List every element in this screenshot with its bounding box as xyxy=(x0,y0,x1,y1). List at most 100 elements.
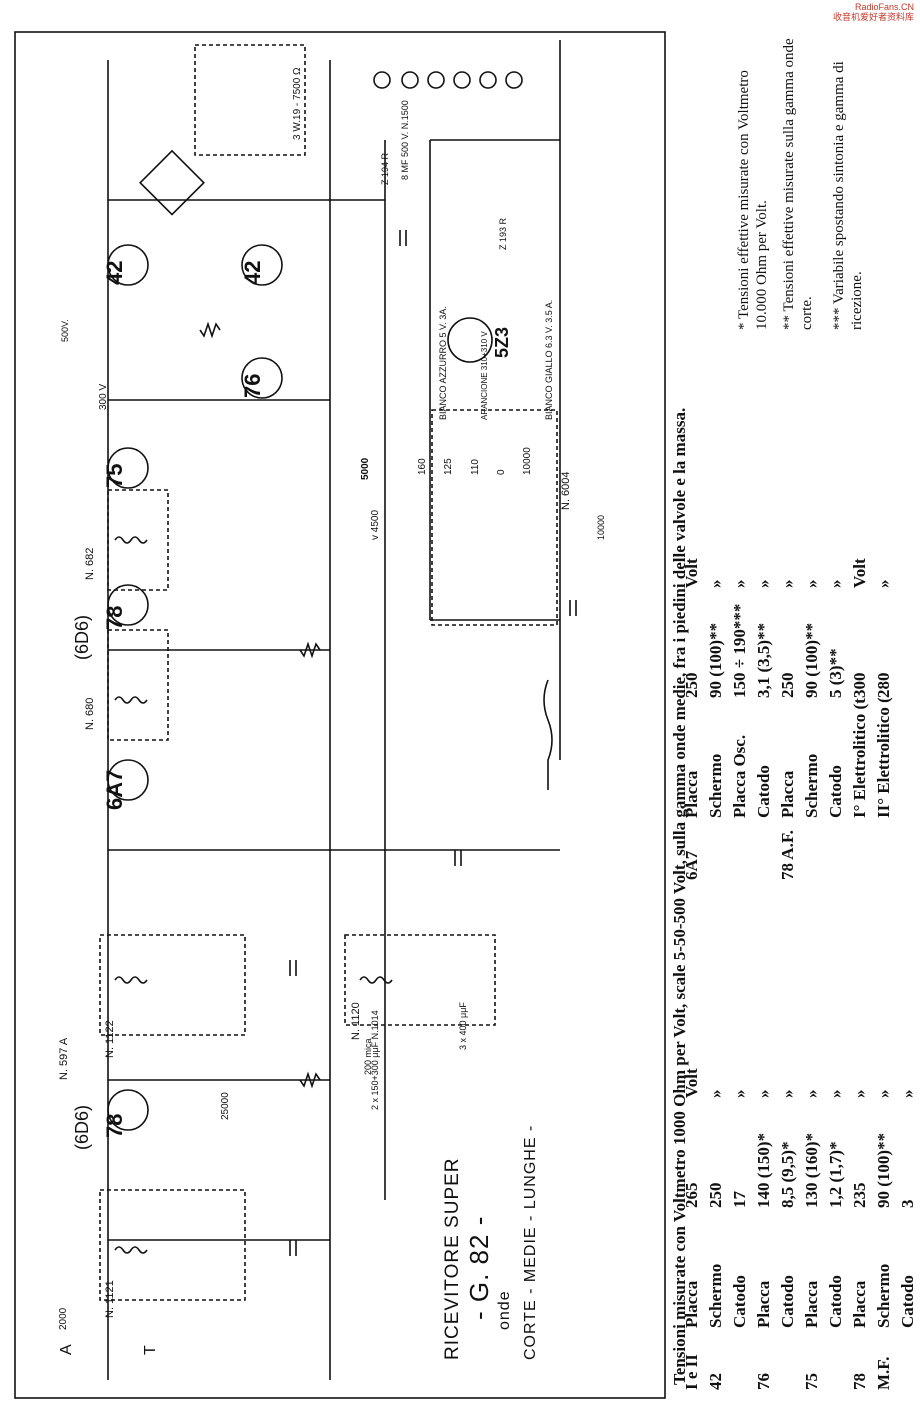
transformer-label: N. 1122 xyxy=(104,1020,116,1058)
watermark: RadioFans.CN 收音机爱好者资料库 xyxy=(833,2,914,22)
tube-42-b xyxy=(241,244,283,286)
component-label: 125 xyxy=(443,458,454,475)
pilot-lamps xyxy=(373,71,523,89)
voltage-cell-unit: » xyxy=(874,1089,893,1099)
component-label: 8 MF 500 V. N.1500 xyxy=(400,100,410,180)
component-label: 2 x 150+300 μμF N.1014 xyxy=(370,1010,380,1110)
speaker-socket xyxy=(139,149,205,216)
voltage-cell-value: 3 xyxy=(898,1199,917,1209)
tube-label: 78 xyxy=(102,605,127,630)
voltage-cell-label: Catodo xyxy=(778,1275,797,1328)
resistor xyxy=(199,321,221,339)
voltage-row: Placca Osc.150 ÷ 190***» xyxy=(728,548,752,880)
schematic-border xyxy=(14,31,666,1399)
component-label: 2000 xyxy=(58,1307,69,1330)
tube-label: 76 xyxy=(240,373,265,398)
tube-label: 5Z3 xyxy=(492,326,512,358)
voltage-cell-label: Placca Osc. xyxy=(730,734,749,818)
voltage-cell-tube xyxy=(824,818,848,880)
component-label: 5000 xyxy=(360,457,371,480)
voltage-cell-tube xyxy=(752,818,776,880)
schematic-title: RICEVITORE SUPER - G. 82 - onde CORTE - … xyxy=(440,1125,544,1360)
voltage-cell-tube xyxy=(896,1328,920,1390)
component-label: 110 xyxy=(470,459,481,475)
voltage-cell-label: Schermo xyxy=(802,753,821,818)
voltage-cell-unit: » xyxy=(754,579,773,589)
coil xyxy=(114,696,148,704)
lamp xyxy=(373,71,391,89)
tube-78-if xyxy=(107,584,149,626)
component-label: 500V. xyxy=(60,319,70,342)
tube-76 xyxy=(241,357,283,399)
voltage-cell-tube: 78 A.F. xyxy=(778,830,797,880)
voltage-cell-label: Catodo xyxy=(898,1275,917,1328)
voltage-row: II° Elettrolitico (tra + e massa)280» xyxy=(872,548,896,880)
voltage-cell-label: Catodo xyxy=(826,1275,845,1328)
tube-label: (6D6) xyxy=(72,614,92,660)
wire-colour-label: BIANCO AZZURRO 5 V. 3A. xyxy=(438,306,448,420)
watermark-line1: RadioFans.CN xyxy=(854,2,914,12)
component-label: 300 V xyxy=(98,383,109,410)
tube-5z3 xyxy=(447,317,493,363)
voltage-cell-tube xyxy=(872,818,896,880)
voltage-cell-unit: Volt xyxy=(682,558,701,588)
footnote: ** Tensioni effettive misurate sulla gam… xyxy=(781,38,815,330)
mains-plug xyxy=(543,679,553,790)
tube-label: 78 xyxy=(102,1113,127,1138)
voltage-cell-value: 90 (100)** xyxy=(874,1132,893,1208)
tube-label: (6D6) xyxy=(72,1104,92,1150)
voltage-cell-label: Catodo xyxy=(826,765,845,818)
voltage-cell-label: Catodo xyxy=(754,765,773,818)
transformer-label: N. 6004 xyxy=(560,471,572,510)
voltage-cell-value: 90 (100)** xyxy=(802,622,821,698)
voltage-cell-tube: 6A7 xyxy=(682,850,701,880)
wire-colour-label: BIANCO GIALLO 6.3 V. 3.5 A. xyxy=(544,299,554,420)
voltage-cell-unit: » xyxy=(898,1089,917,1099)
voltage-cell-tube xyxy=(824,1328,848,1390)
resistor xyxy=(299,641,321,659)
voltage-cell-value: 90 (100)** xyxy=(706,622,725,698)
component-label: 25000 xyxy=(220,1092,231,1120)
lamp xyxy=(401,71,419,89)
voltage-cell-unit: » xyxy=(874,579,893,589)
voltage-cell-unit: » xyxy=(754,1089,773,1099)
voltage-cell-unit: » xyxy=(778,1089,797,1099)
coil xyxy=(114,976,148,984)
title-line1: RICEVITORE SUPER xyxy=(442,1157,463,1360)
transformer-label: N. 1121 xyxy=(104,1280,116,1318)
voltage-cell-unit: » xyxy=(850,1089,869,1099)
voltage-cell-unit: » xyxy=(826,1089,845,1099)
voltage-cell-unit: » xyxy=(778,579,797,589)
coil xyxy=(114,536,148,544)
voltage-cell-value: 250 xyxy=(682,672,701,699)
voltage-cell-label: Placca xyxy=(682,1280,701,1328)
voltage-cell-tube xyxy=(776,1328,800,1390)
voltage-cell-tube: M.F. xyxy=(874,1356,893,1390)
transformer-label: N. 1120 xyxy=(350,1002,362,1040)
voltage-cell-tube xyxy=(728,818,752,880)
voltage-cell-unit: » xyxy=(730,579,749,589)
tube-42-a xyxy=(107,244,149,286)
terminal-label: T xyxy=(142,1345,159,1355)
resistor xyxy=(299,1071,321,1089)
voltage-cell-value: 140 (150)* xyxy=(754,1132,773,1208)
voltage-cell-tube: 76 xyxy=(754,1373,773,1390)
lamp xyxy=(479,71,497,89)
coil-box-1120 xyxy=(344,934,496,1026)
voltage-cell-value: 235 xyxy=(850,1182,869,1209)
voltage-cell-value: 17 xyxy=(730,1191,749,1208)
voltage-cell-label: Schermo xyxy=(874,1263,893,1328)
voltage-cell-value: 1,2 (1,7)* xyxy=(826,1141,845,1208)
voltage-cell-tube: 75 xyxy=(802,1373,821,1390)
component-label: 3 W.19 - 7500 Ω xyxy=(292,67,303,140)
component-label: 0 xyxy=(496,469,507,475)
